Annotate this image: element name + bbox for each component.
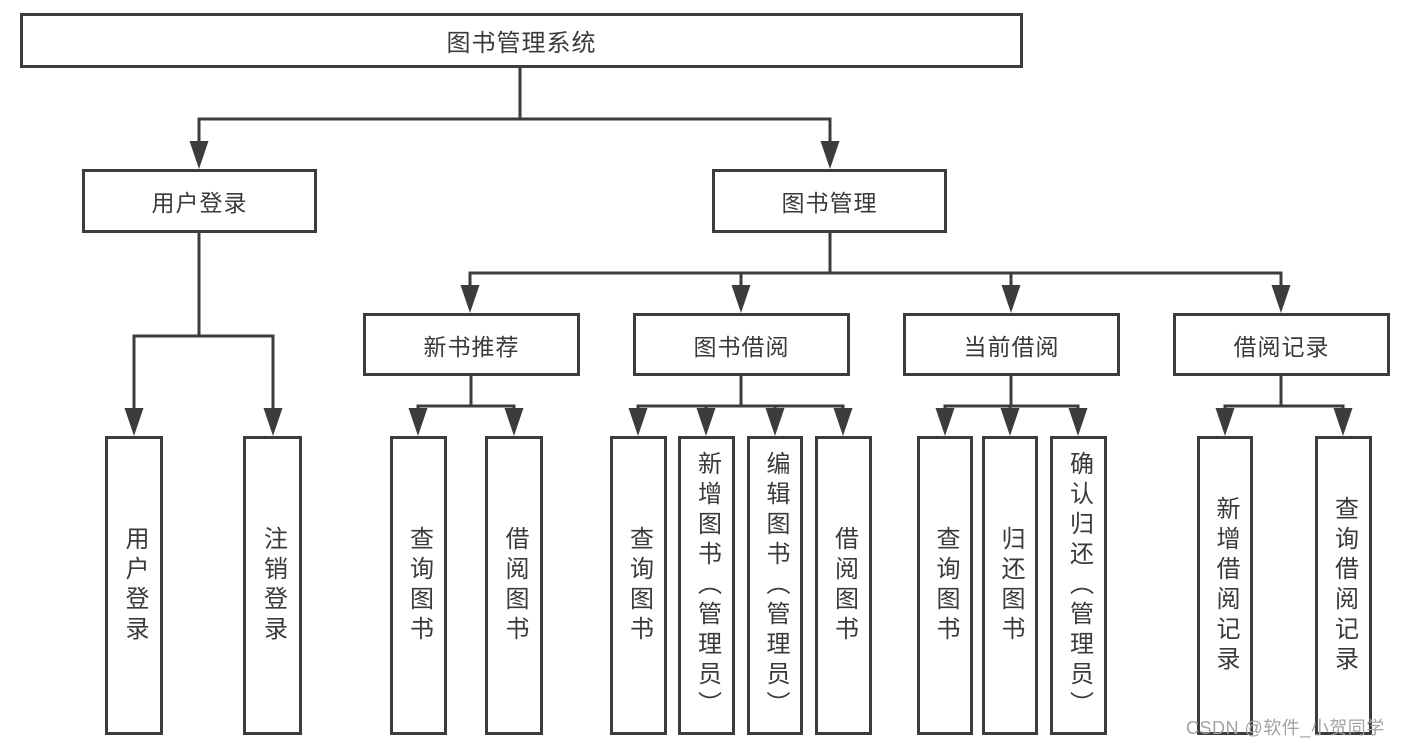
watermark: CSDN @软件_小贺同学 [1186, 718, 1385, 738]
leaf-label: 新增图书（管理员） [693, 450, 721, 721]
node-root-system: 图书管理系统 [20, 13, 1023, 68]
leaf-label: 用户登录 [121, 525, 148, 646]
leaf-label: 注销登录 [259, 525, 287, 646]
node-book-management: 图书管理 [712, 169, 947, 233]
leaf-label: 查询图书 [405, 525, 433, 646]
leaf-query-books-current: 查询图书 [917, 436, 973, 735]
node-borrowing-records: 借阅记录 [1173, 313, 1390, 376]
node-current-borrowing: 当前借阅 [903, 313, 1120, 376]
leaf-confirm-return-admin: 确认归还（管理员） [1050, 436, 1107, 735]
leaf-add-book-admin: 新增图书（管理员） [678, 436, 735, 735]
leaf-edit-book-admin: 编辑图书（管理员） [747, 436, 803, 735]
leaf-borrow-books-recommend: 借阅图书 [485, 436, 543, 735]
leaf-user-login: 用户登录 [105, 436, 163, 735]
node-user-login: 用户登录 [82, 169, 317, 233]
leaf-label: 编辑图书（管理员） [762, 450, 789, 721]
leaf-label: 查询图书 [625, 525, 653, 646]
leaf-add-borrow-record: 新增借阅记录 [1197, 436, 1253, 735]
leaf-label: 确认归还（管理员） [1065, 450, 1093, 721]
leaf-label: 查询图书 [932, 525, 959, 646]
leaf-label: 新增借阅记录 [1212, 495, 1239, 676]
node-book-borrowing: 图书借阅 [633, 313, 850, 376]
leaf-label: 查询借阅记录 [1330, 495, 1358, 676]
leaf-logout: 注销登录 [243, 436, 302, 735]
leaf-label: 借阅图书 [501, 525, 528, 646]
leaf-query-borrow-record: 查询借阅记录 [1315, 436, 1372, 735]
leaf-return-books: 归还图书 [982, 436, 1038, 735]
leaf-label: 借阅图书 [830, 525, 858, 646]
node-new-book-recommendation: 新书推荐 [363, 313, 580, 376]
leaf-borrow-books: 借阅图书 [815, 436, 872, 735]
leaf-label: 归还图书 [997, 525, 1024, 646]
leaf-query-books-recommend: 查询图书 [390, 436, 447, 735]
leaf-query-books-borrow: 查询图书 [610, 436, 667, 735]
